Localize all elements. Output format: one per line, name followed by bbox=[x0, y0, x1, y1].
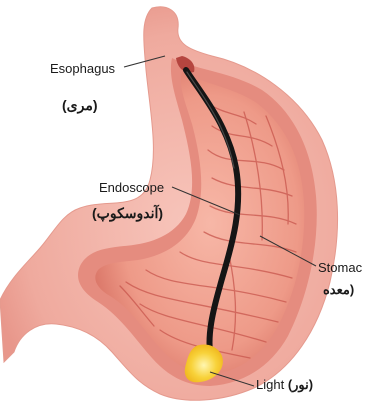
light-label-english: Light bbox=[256, 377, 284, 392]
endoscope-label: Endoscope bbox=[99, 181, 164, 194]
esophagus-label: Esophagus bbox=[50, 62, 115, 75]
light-label-persian: (نور) bbox=[288, 377, 313, 392]
endoscope-label-persian: (آندوسکوپ) bbox=[92, 206, 163, 220]
stomach-label-persian: (معده bbox=[323, 283, 354, 296]
light-label: Light (نور) bbox=[256, 378, 313, 391]
stomach-label: Stomac bbox=[318, 261, 362, 274]
esophagus-label-persian: (مری) bbox=[62, 98, 98, 112]
